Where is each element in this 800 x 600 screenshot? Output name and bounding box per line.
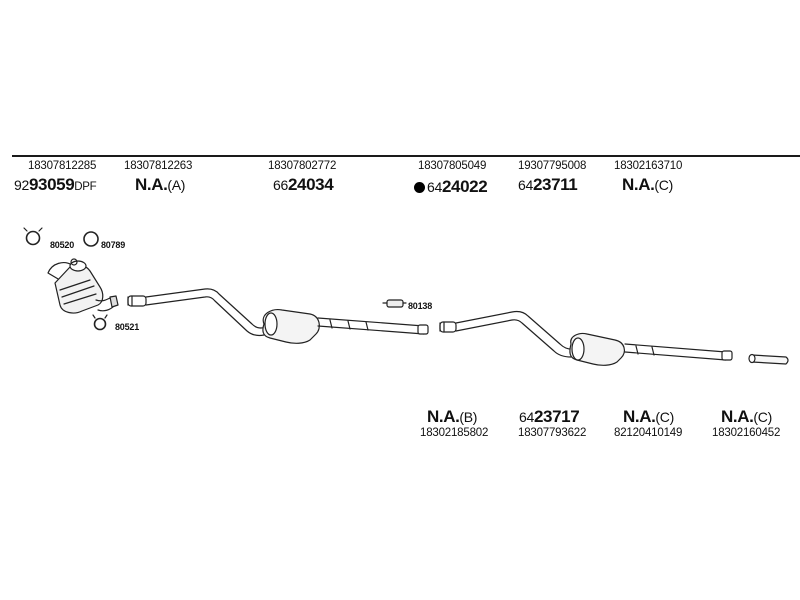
- bottom-part-3-number: N.A.: [623, 407, 656, 426]
- middle-silencer[interactable]: [262, 309, 429, 344]
- accessory-80521-label: 80521: [115, 322, 140, 332]
- bottom-part-2-number: 23717: [533, 407, 580, 426]
- top-part-5-prefix: 64: [518, 177, 533, 193]
- top-part-4-oe: 18307805049: [418, 160, 487, 172]
- bottom-part-3-oe: 82120410149: [614, 427, 683, 439]
- intermediate-pipe[interactable]: [439, 310, 575, 358]
- tailpipe[interactable]: [748, 353, 789, 365]
- top-part-4-code[interactable]: 6424022: [414, 177, 488, 197]
- bracket-icon[interactable]: [382, 299, 407, 308]
- top-part-5-code[interactable]: 6423711: [518, 175, 578, 195]
- top-part-5-number: 23711: [532, 175, 578, 194]
- top-part-1-prefix: 92: [14, 177, 29, 193]
- accessory-80789-label: 80789: [101, 240, 126, 250]
- bottom-part-3-code[interactable]: N.A.(C): [623, 407, 674, 427]
- bottom-part-1-oe: 18302185802: [420, 427, 489, 439]
- top-part-4-prefix: 64: [427, 179, 442, 195]
- bottom-part-1-suffix: (B): [459, 409, 478, 425]
- top-part-6-number: N.A.: [622, 175, 655, 194]
- clamp-icon[interactable]: [23, 227, 43, 246]
- front-pipe[interactable]: [127, 288, 267, 337]
- dpf-catalytic-converter[interactable]: [47, 258, 119, 314]
- top-part-5-oe: 19307795008: [518, 160, 587, 172]
- top-part-1-code[interactable]: 9293059DPF: [14, 175, 97, 195]
- top-part-2-suffix: (A): [167, 177, 186, 193]
- bottom-part-1-number: N.A.: [427, 407, 460, 426]
- top-part-4-number: 24022: [441, 177, 488, 196]
- top-part-6-oe: 18302163710: [614, 160, 683, 172]
- top-part-2-oe: 18307812263: [124, 160, 193, 172]
- top-part-1-oe: 18307812285: [28, 160, 97, 172]
- black-dot-icon: [414, 182, 425, 193]
- bottom-part-3-suffix: (C): [655, 409, 674, 425]
- top-part-6-suffix: (C): [654, 177, 673, 193]
- bottom-part-4-number: N.A.: [721, 407, 754, 426]
- top-part-2-number: N.A.: [135, 175, 168, 194]
- accessory-80520-label: 80520: [50, 240, 75, 250]
- top-part-1-suffix: DPF: [74, 181, 97, 193]
- bottom-part-4-suffix: (C): [753, 409, 772, 425]
- top-part-3-prefix: 66: [273, 177, 288, 193]
- top-part-3-code[interactable]: 6624034: [273, 175, 334, 195]
- header-divider: [12, 155, 800, 157]
- accessory-80138-label: 80138: [408, 301, 433, 311]
- top-part-2-code[interactable]: N.A.(A): [135, 175, 185, 195]
- bottom-part-4-code[interactable]: N.A.(C): [721, 407, 772, 427]
- bottom-part-4-oe: 18302160452: [712, 427, 781, 439]
- bottom-part-2-code[interactable]: 6423717: [519, 407, 580, 427]
- top-part-6-code[interactable]: N.A.(C): [622, 175, 673, 195]
- ring-icon[interactable]: [83, 231, 99, 247]
- bottom-part-1-code[interactable]: N.A.(B): [427, 407, 477, 427]
- clamp-icon[interactable]: [92, 314, 108, 331]
- top-part-3-oe: 18307802772: [268, 160, 337, 172]
- rear-silencer[interactable]: [569, 332, 733, 366]
- top-part-3-number: 24034: [287, 175, 334, 194]
- bottom-part-2-oe: 18307793622: [518, 427, 587, 439]
- top-part-1-number: 93059: [28, 175, 75, 194]
- bottom-part-2-prefix: 64: [519, 409, 534, 425]
